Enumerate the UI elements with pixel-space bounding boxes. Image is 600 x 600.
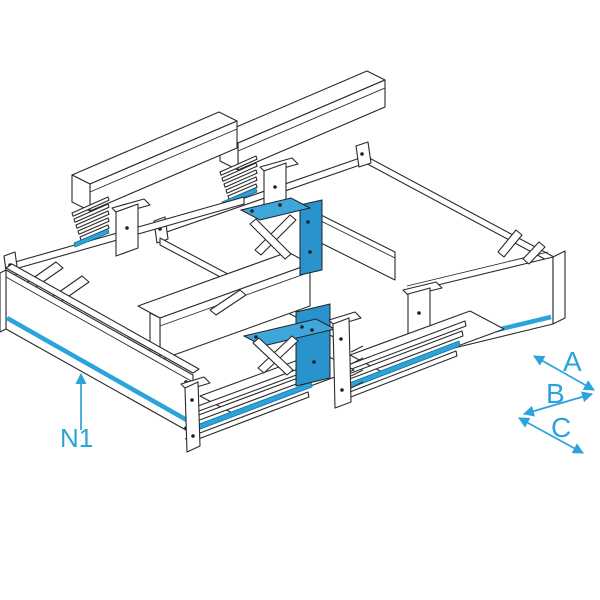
rear-busbar-unit xyxy=(153,70,566,401)
front-stack-end-plate xyxy=(180,376,211,453)
upper-elbow-brace-2 xyxy=(249,218,292,260)
part-label-n1: N1 xyxy=(60,423,93,453)
front-entry-fin-stack xyxy=(71,196,110,248)
dimension-arrows: A B C xyxy=(518,346,595,454)
lower-elbow-brace-2 xyxy=(252,337,294,376)
rear-inner-wall xyxy=(316,212,396,281)
part-callout: N1 xyxy=(60,372,93,453)
rear-lamination-stack xyxy=(334,310,505,401)
upper-elbow-bracket xyxy=(239,197,323,276)
n1-panel-stripe xyxy=(5,316,194,425)
front-upper-duct xyxy=(71,111,238,212)
lower-elbow-brace-1 xyxy=(257,335,299,374)
upper-elbow-web xyxy=(299,199,323,276)
upper-elbow-brace-1 xyxy=(254,214,297,256)
dimension-label-c: C xyxy=(551,412,571,443)
n1-side-panel xyxy=(0,263,200,435)
middle-band-brace xyxy=(209,289,247,316)
rear-entry-fin-stack xyxy=(219,155,258,207)
dimension-label-b: B xyxy=(546,378,565,409)
dimension-arrow-c xyxy=(518,417,584,454)
lower-elbow-web xyxy=(295,303,331,387)
rear-right-rail xyxy=(359,152,555,265)
rear-stack-end-plate xyxy=(328,311,364,409)
lower-elbow-assembly xyxy=(242,303,364,409)
dimension-label-a: A xyxy=(563,346,582,377)
front-entry-cyan-plate xyxy=(73,228,110,248)
front-flag-bracket xyxy=(111,198,151,257)
dimension-arrow-a xyxy=(533,355,595,391)
z-drop-assembly xyxy=(137,197,323,361)
upper-elbow-plate xyxy=(239,197,312,221)
rear-corner-flag-bracket xyxy=(402,281,443,337)
dimension-arrow-b xyxy=(522,391,594,417)
